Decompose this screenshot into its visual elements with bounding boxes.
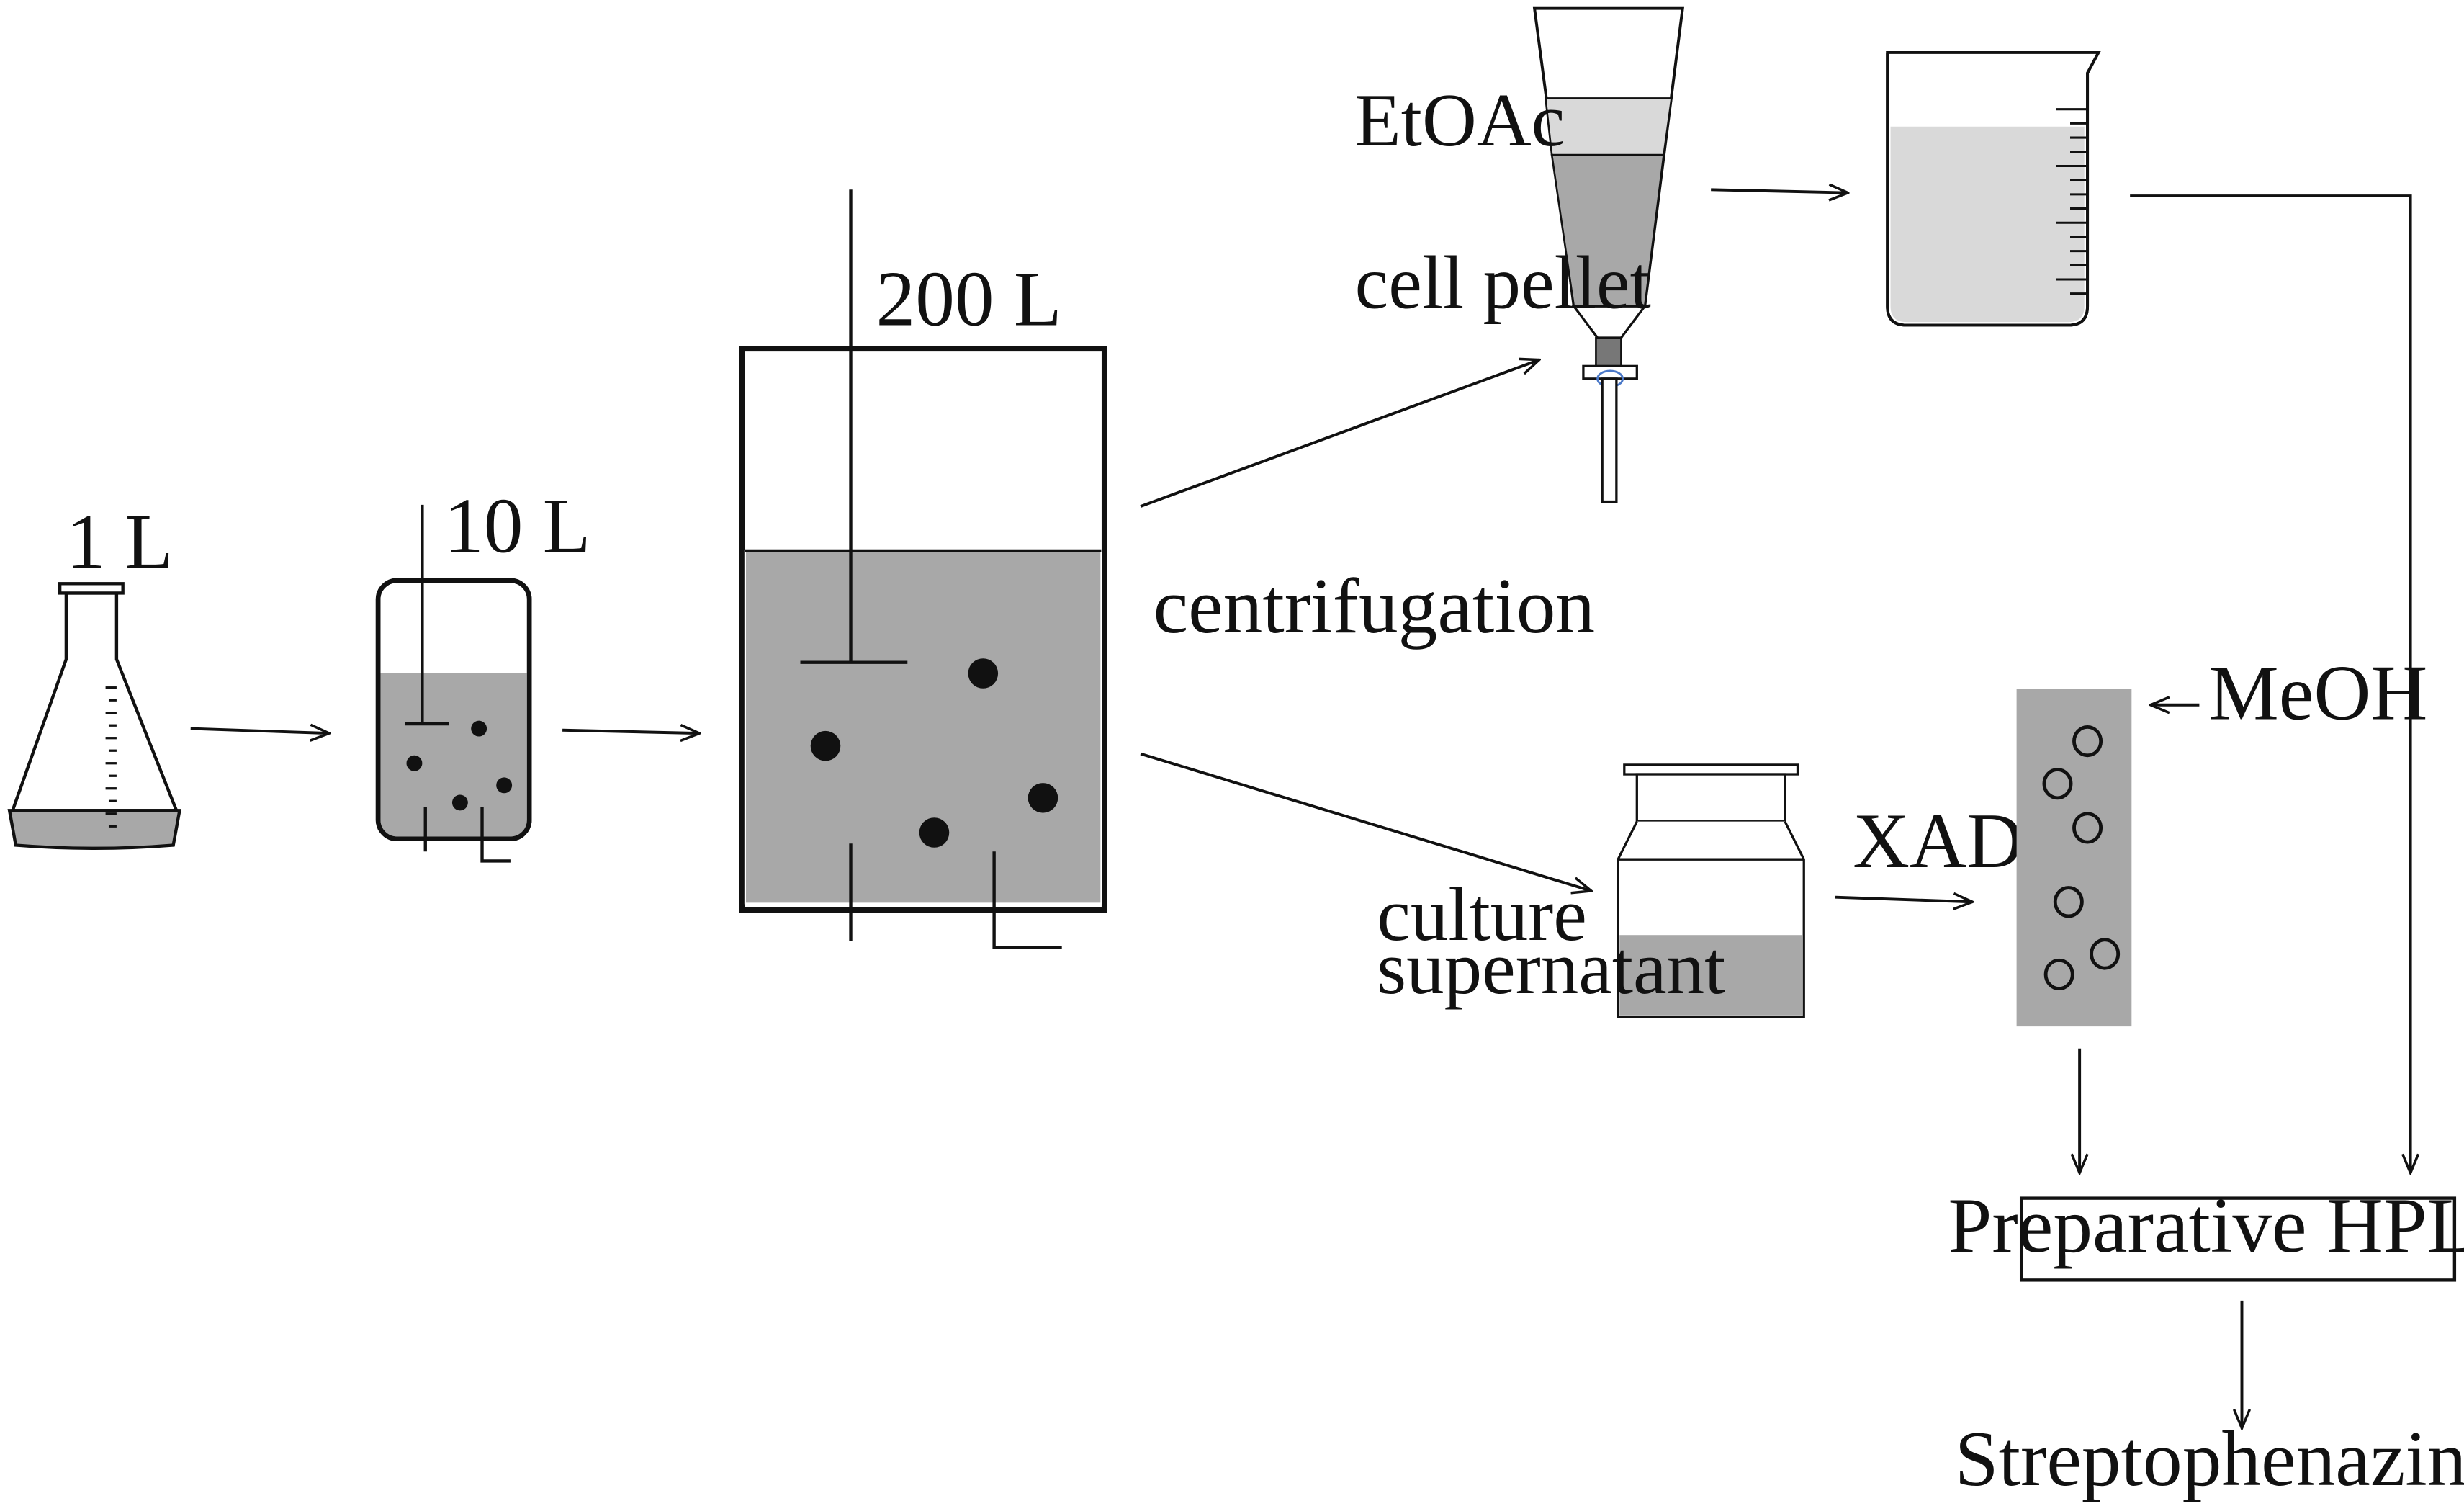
centrifugation-label: centrifugation xyxy=(1154,562,1595,650)
culture-label: culture xyxy=(1377,872,1587,956)
hplc-label: Preparative HPLC xyxy=(1948,1182,2464,1269)
separatory-funnel xyxy=(1532,6,1684,503)
cell-particles xyxy=(810,658,1058,848)
arrow-to-beaker xyxy=(1711,189,1848,192)
arrow-flask-to-fermenter xyxy=(190,729,330,734)
arrow-to-supernatant xyxy=(1140,752,1591,891)
small-stirrer-shaft xyxy=(405,504,511,863)
flask-graduations xyxy=(105,686,117,828)
supernatant-label: supernatant xyxy=(1377,925,1725,1010)
flask-volume-label: 1 L xyxy=(66,498,174,585)
beaker xyxy=(1886,50,2101,327)
beaker-graduations xyxy=(2056,108,2088,295)
resin-beads xyxy=(2042,725,2121,991)
large-fermenter-volume-label: 200 L xyxy=(876,255,1062,342)
xad-resin-column xyxy=(2016,689,2132,1027)
meoh-label: MeOH xyxy=(2209,649,2428,736)
cell-particles xyxy=(406,720,513,811)
cell-pellet-label: cell pellet xyxy=(1355,240,1651,324)
xad-label: XAD xyxy=(1853,797,2023,884)
etoac-label: EtOAc xyxy=(1355,78,1565,162)
product-label: Streptophenazines xyxy=(1955,1415,2464,1502)
arrow-beaker-to-hplc xyxy=(2130,194,2410,1173)
erlenmeyer-flask xyxy=(7,582,182,851)
small-fermenter xyxy=(375,504,532,863)
supernatant-bottle xyxy=(1617,763,1805,1018)
large-stirrer-shaft xyxy=(800,189,1062,949)
large-fermenter xyxy=(739,189,1107,949)
small-fermenter-volume-label: 10 L xyxy=(444,483,591,570)
hplc-box xyxy=(2019,1196,2457,1282)
arrow-to-large-fermenter xyxy=(562,730,699,733)
arrow-to-xad-column xyxy=(1835,897,1972,902)
arrow-to-cell-pellet xyxy=(1140,360,1539,508)
